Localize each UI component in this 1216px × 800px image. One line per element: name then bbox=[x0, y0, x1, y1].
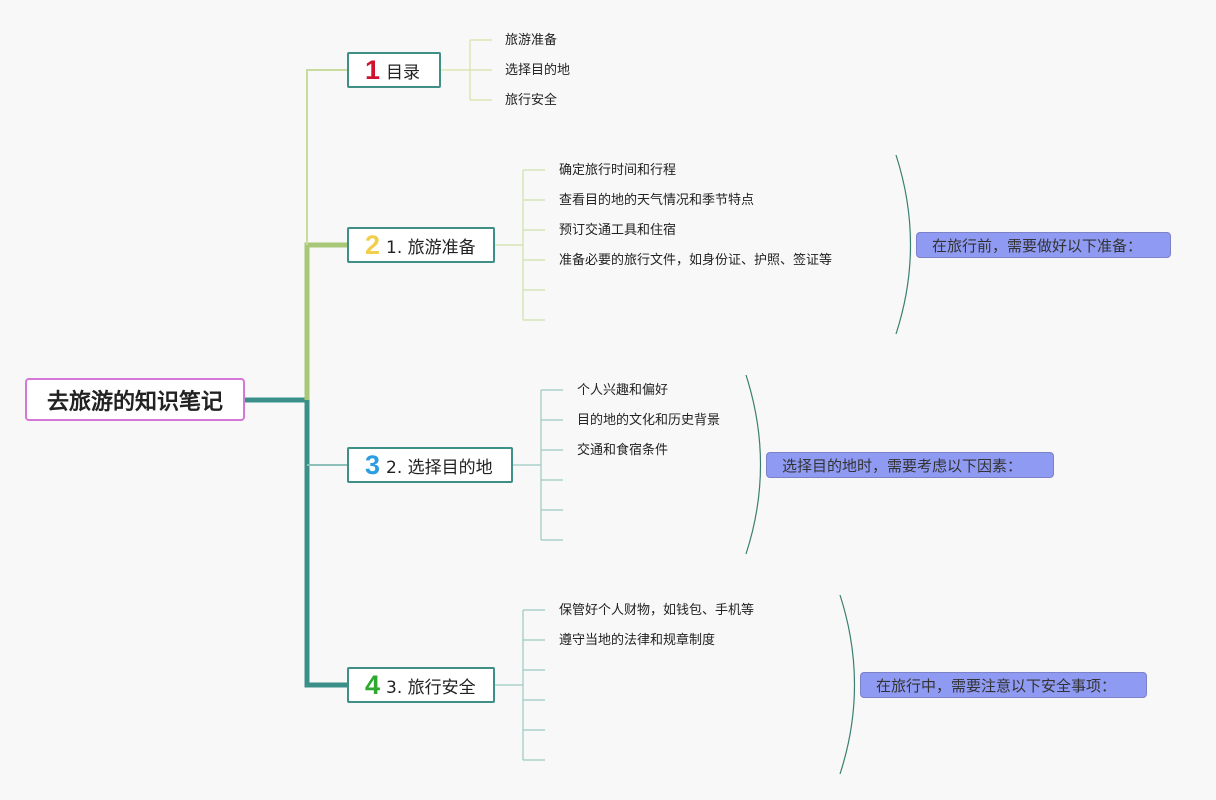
summary-box-3[interactable]: 选择目的地时，需要考虑以下因素： bbox=[766, 452, 1054, 478]
summary-box-4[interactable]: 在旅行中，需要注意以下安全事项： bbox=[860, 672, 1147, 698]
leaf-item[interactable]: 保管好个人财物，如钱包、手机等 bbox=[559, 603, 755, 618]
branch-node-2[interactable]: 2 1. 旅游准备 bbox=[347, 227, 495, 263]
leaf-item[interactable]: 交通和食宿条件 bbox=[577, 443, 669, 458]
summary-text: 在旅行前，需要做好以下准备： bbox=[932, 236, 1143, 255]
number-2-icon: 2 bbox=[365, 229, 381, 260]
branch-label: 3. 旅行安全 bbox=[386, 677, 476, 698]
leaf-item[interactable]: 个人兴趣和偏好 bbox=[577, 383, 669, 398]
branch-label: 1. 旅游准备 bbox=[386, 237, 476, 258]
branch-2-leaf-lines bbox=[494, 169, 545, 321]
branch-4-leaf-lines bbox=[494, 609, 545, 761]
summary-box-2[interactable]: 在旅行前，需要做好以下准备： bbox=[916, 232, 1171, 258]
leaf-item[interactable]: 旅游准备 bbox=[505, 33, 558, 48]
branch-4-summary-brace bbox=[839, 594, 856, 775]
branch-node-1[interactable]: 1 目录 bbox=[347, 52, 441, 88]
summary-text: 在旅行中，需要注意以下安全事项： bbox=[876, 676, 1117, 695]
leaf-item[interactable]: 查看目的地的天气情况和季节特点 bbox=[559, 193, 755, 208]
branch-node-3[interactable]: 3 2. 选择目的地 bbox=[347, 447, 513, 483]
branch-3-summary-brace bbox=[745, 374, 762, 555]
branch-label: 2. 选择目的地 bbox=[386, 457, 493, 478]
leaf-item[interactable]: 旅行安全 bbox=[505, 93, 558, 108]
branch-1-leaf-lines bbox=[440, 39, 492, 101]
number-3-icon: 3 bbox=[365, 449, 381, 480]
trunk-upper bbox=[304, 242, 347, 400]
branch-label: 目录 bbox=[386, 62, 421, 83]
leaf-item[interactable]: 准备必要的旅行文件，如身份证、护照、签证等 bbox=[559, 253, 833, 268]
leaf-item[interactable]: 预订交通工具和住宿 bbox=[559, 223, 677, 238]
root-node[interactable]: 去旅游的知识笔记 bbox=[25, 378, 245, 421]
root-title: 去旅游的知识笔记 bbox=[46, 389, 223, 415]
leaf-item[interactable]: 确定旅行时间和行程 bbox=[559, 163, 677, 178]
number-4-icon: 4 bbox=[365, 669, 381, 700]
branch-2-summary-brace bbox=[895, 154, 912, 335]
trunk-lower bbox=[304, 400, 347, 688]
leaf-item[interactable]: 遵守当地的法律和规章制度 bbox=[559, 633, 716, 648]
leaf-item[interactable]: 目的地的文化和历史背景 bbox=[577, 413, 721, 428]
summary-text: 选择目的地时，需要考虑以下因素： bbox=[782, 456, 1023, 475]
branch-3-leaf-lines bbox=[512, 389, 563, 541]
leaf-item[interactable]: 选择目的地 bbox=[505, 63, 571, 78]
trunk-branch-1 bbox=[306, 69, 347, 245]
branch-node-4[interactable]: 4 3. 旅行安全 bbox=[347, 667, 495, 703]
number-1-icon: 1 bbox=[365, 54, 381, 85]
